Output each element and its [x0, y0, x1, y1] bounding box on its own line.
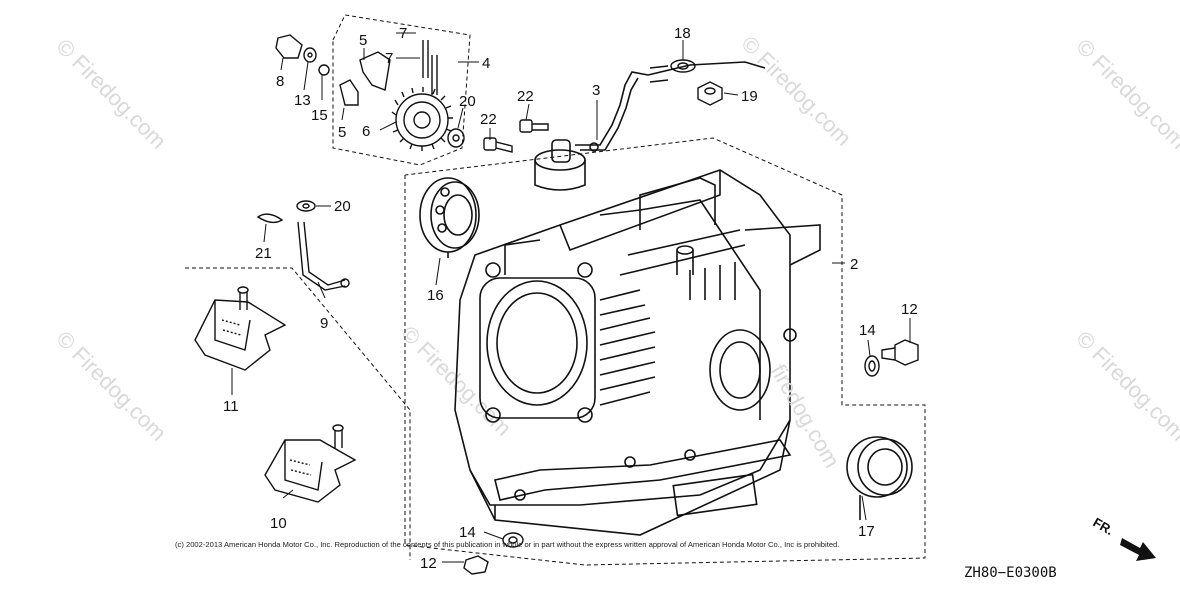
callout-12b: 12 [420, 555, 437, 572]
bearing-16 [419, 177, 480, 258]
callout-9: 9 [320, 315, 328, 332]
callout-16: 16 [427, 287, 444, 304]
front-indicator: FR. [1091, 515, 1156, 561]
watermark-mid-left: © Firedog.com [51, 326, 171, 446]
callout-3: 3 [592, 82, 600, 99]
exploded-outlines [185, 14, 926, 566]
holder-5b [359, 51, 391, 91]
clip-21 [256, 213, 284, 224]
callout-7b: 7 [385, 50, 393, 67]
watermark-inline: firedog.com [766, 360, 845, 472]
weight-5a [339, 79, 359, 106]
diagram-code: ZH80−E0300B [964, 565, 1057, 581]
callout-14a: 14 [859, 322, 876, 339]
nut-19 [697, 81, 723, 106]
callout-22b: 22 [480, 111, 497, 128]
mount-rubber-11 [194, 286, 287, 371]
callout-7a: 7 [399, 25, 407, 42]
callout-20a: 20 [459, 93, 476, 110]
callout-19: 19 [741, 88, 758, 105]
bolt-22-lower [483, 137, 513, 153]
front-arrow-icon [1120, 538, 1156, 561]
oil-seal-17 [846, 436, 913, 520]
callout-20b: 20 [334, 198, 351, 215]
callout-15: 15 [311, 107, 328, 124]
breather-parts [256, 200, 350, 291]
drain-bolt-12-right [864, 339, 919, 377]
group-outline-mounts [185, 267, 411, 560]
watermark-top-right: © Firedog.com [1071, 34, 1180, 154]
callout-21: 21 [255, 245, 272, 262]
leader-lines [231, 32, 911, 563]
callout-13: 13 [294, 92, 311, 109]
callout-5a: 5 [359, 32, 367, 49]
callout-labels: 2 3 4 5 5 6 7 7 8 9 10 11 12 12 13 14 14… [223, 25, 918, 572]
watermark-mid-right: © Firedog.com [1071, 326, 1180, 446]
watermark-top-left: © Firedog.com [51, 34, 171, 154]
mount-rubber-10 [264, 424, 357, 503]
callout-11: 11 [223, 398, 239, 415]
copyright-notice: (c) 2002-2013 American Honda Motor Co., … [175, 540, 840, 549]
group-outline-crankcase [404, 137, 926, 566]
callout-4: 4 [482, 55, 490, 72]
group-outline-governor [332, 14, 471, 166]
governor-parts [275, 34, 465, 151]
callout-8: 8 [276, 73, 284, 90]
callout-18: 18 [674, 25, 691, 42]
callout-22a: 22 [517, 88, 534, 105]
bolt-22-upper [519, 119, 549, 133]
callout-12a: 12 [901, 301, 918, 318]
oil-level-switch-3 [534, 61, 766, 191]
callout-5b: 5 [338, 124, 346, 141]
drain-bolt-12-bottom [463, 532, 524, 575]
tube-9 [297, 221, 346, 291]
callout-17: 17 [858, 523, 875, 540]
plug-8 [275, 34, 303, 59]
callout-10: 10 [270, 515, 287, 532]
front-label: FR. [1091, 515, 1117, 538]
crankcase-body [454, 169, 821, 536]
callout-14b: 14 [459, 524, 476, 541]
callout-2: 2 [850, 256, 858, 273]
callout-6: 6 [362, 123, 370, 140]
watermark-layer: © Firedog.com © Firedog.com © Firedog.co… [51, 31, 1180, 446]
